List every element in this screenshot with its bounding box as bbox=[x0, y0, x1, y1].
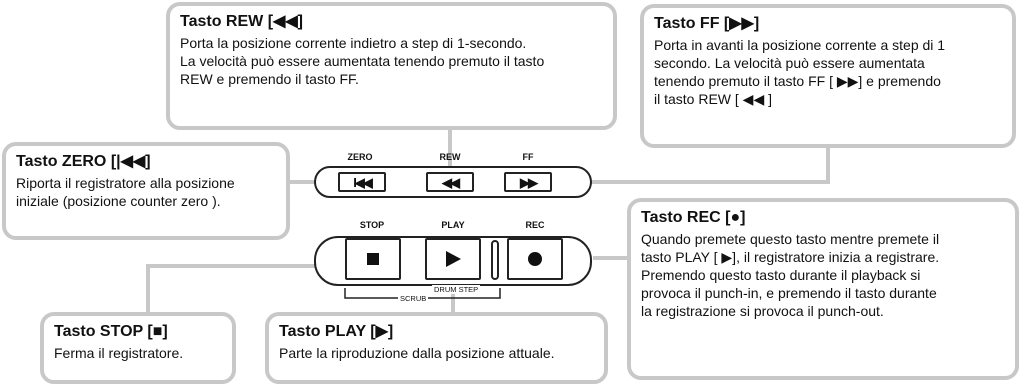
stop-icon bbox=[367, 253, 379, 265]
callout-rec: Tasto REC [●] Quando premete questo tast… bbox=[627, 198, 1019, 380]
play-button[interactable] bbox=[425, 238, 481, 280]
callout-stop-title: Tasto STOP [■] bbox=[54, 323, 168, 340]
callout-rec-line: Premendo questo tasto durante il playbac… bbox=[641, 267, 921, 283]
callout-rec-title: Tasto REC [●] bbox=[641, 209, 746, 226]
ff-label: FF bbox=[522, 152, 534, 162]
ff-button[interactable]: ▶▶ bbox=[504, 172, 552, 192]
rec-button[interactable] bbox=[507, 238, 563, 280]
scrub-label: SCRUB bbox=[398, 294, 429, 303]
play-icon bbox=[445, 251, 461, 267]
callout-play-title: Tasto PLAY [▶] bbox=[279, 323, 394, 340]
zero-button[interactable]: I◀◀ bbox=[338, 172, 386, 192]
callout-rec-line: tasto PLAY [ ▶], il registratore inizia … bbox=[641, 249, 940, 265]
callout-zero-title: Tasto ZERO [|◀◀] bbox=[16, 153, 151, 170]
stop-button[interactable] bbox=[345, 238, 401, 280]
callout-zero: Tasto ZERO [|◀◀] Riporta il registratore… bbox=[2, 142, 290, 240]
rec-label: REC bbox=[525, 220, 545, 230]
callout-rew-line: REW e premendo il tasto FF. bbox=[180, 71, 359, 87]
callout-zero-line: iniziale (posizione counter zero ). bbox=[16, 193, 221, 209]
stop-label: STOP bbox=[359, 220, 385, 230]
callout-stop: Tasto STOP [■] Ferma il registratore. bbox=[40, 312, 236, 384]
callout-stop-line: Ferma il registratore. bbox=[54, 345, 184, 361]
callout-rew-line: Porta la posizione corrente indietro a s… bbox=[180, 35, 527, 51]
callout-ff: Tasto FF [▶▶] Porta in avanti la posizio… bbox=[640, 4, 1016, 148]
zero-label: ZERO bbox=[347, 152, 373, 162]
callout-rew-title: Tasto REW [◀◀] bbox=[180, 13, 303, 30]
rew-label: REW bbox=[439, 152, 461, 162]
fast-forward-icon: ▶▶ bbox=[520, 174, 538, 190]
rewind-icon: ◀◀ bbox=[442, 174, 460, 190]
skip-back-icon: I◀◀ bbox=[353, 174, 373, 190]
callout-ff-line: il tasto REW [ ◀◀ ] bbox=[654, 91, 772, 107]
callout-ff-line: Porta in avanti la posizione corrente a … bbox=[654, 37, 946, 53]
callout-rec-line: la registrazione si provoca il punch-out… bbox=[641, 303, 884, 319]
play-label: PLAY bbox=[441, 220, 465, 230]
callout-ff-line: secondo. La velocità può essere aumentat… bbox=[654, 55, 925, 71]
callout-play-line: Parte la riproduzione dalla posizione at… bbox=[279, 345, 555, 361]
callout-rew: Tasto REW [◀◀] Porta la posizione corren… bbox=[166, 2, 617, 130]
callout-ff-title: Tasto FF [▶▶] bbox=[654, 15, 760, 32]
record-icon bbox=[528, 252, 542, 266]
callout-zero-line: Riporta il registratore alla posizione bbox=[16, 175, 235, 191]
drum-step-label: DRUM STEP bbox=[432, 285, 481, 294]
callout-rec-line: provoca il punch-in, e premendo il tasto… bbox=[641, 285, 937, 301]
callout-rew-line: La velocità può essere aumentata tenendo… bbox=[180, 53, 545, 69]
callout-ff-line: tenendo premuto il tasto FF [ ▶▶] e prem… bbox=[654, 73, 941, 89]
rew-button[interactable]: ◀◀ bbox=[426, 172, 474, 192]
callout-rec-line: Quando premete questo tasto mentre preme… bbox=[641, 231, 940, 247]
rec-led bbox=[491, 240, 499, 280]
